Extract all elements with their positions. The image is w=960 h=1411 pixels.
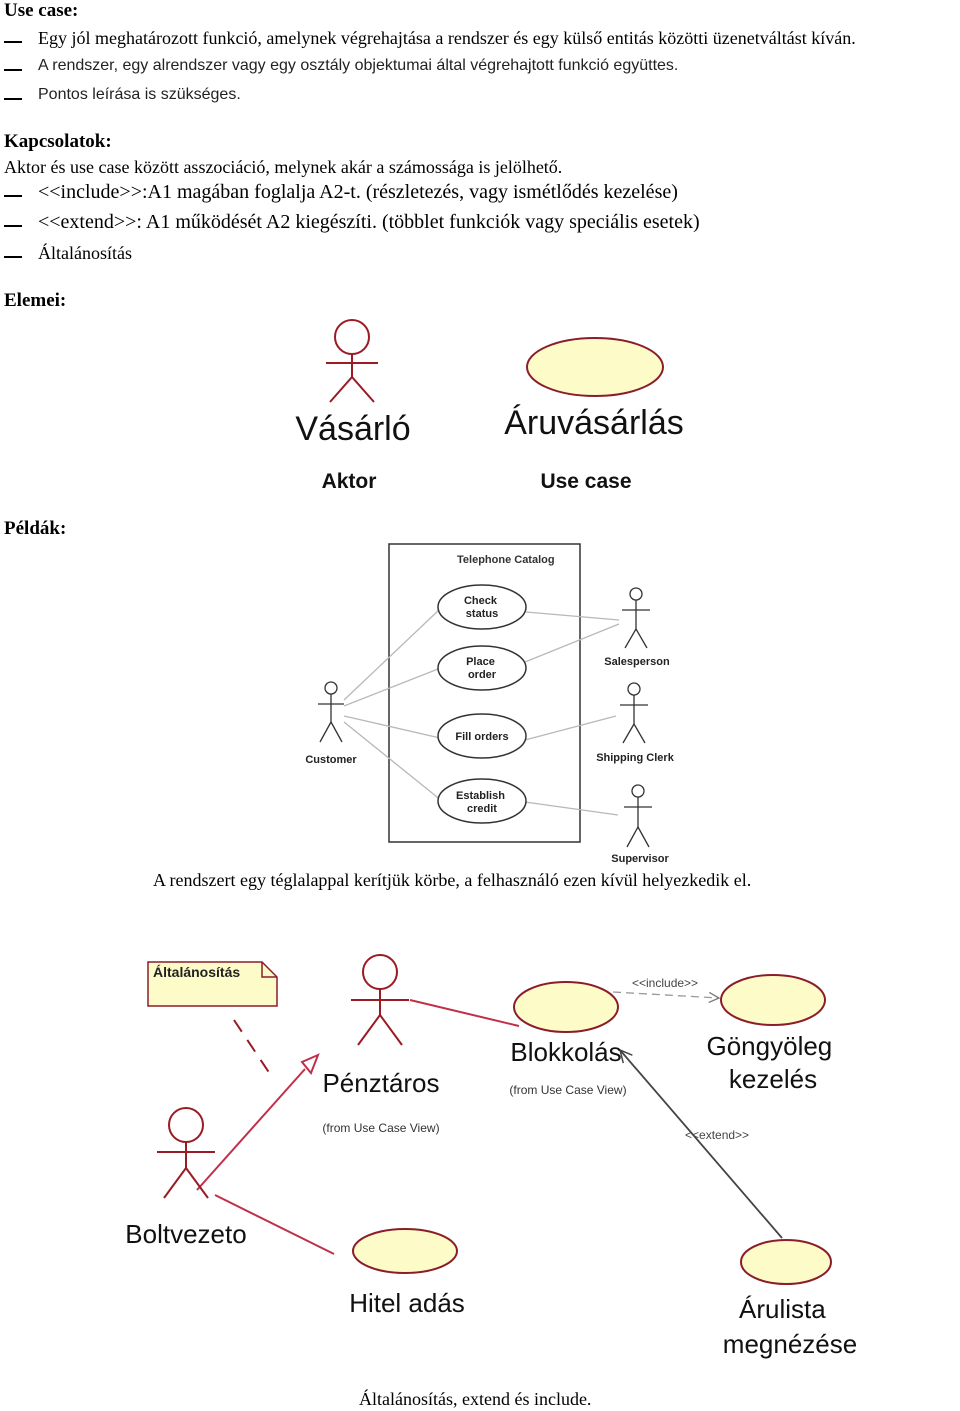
actor-penztaros-label: Pénztáros (322, 1068, 439, 1098)
usecase-name-label: Áruvásárlás (504, 404, 684, 442)
kapcsolatok-generalization: Általánosítás (38, 243, 132, 263)
usecase-fill-orders: Fill orders (455, 731, 508, 743)
bullet-dash (4, 98, 22, 100)
association-lines (343, 608, 620, 816)
bullet-dash (4, 69, 22, 71)
usecase-caption: Use case (540, 470, 631, 493)
actor-penztaros-icon (351, 954, 409, 1046)
peldak-heading: Példák: (4, 518, 67, 539)
usecase-item-3: Pontos leírása is szükséges. (38, 86, 241, 103)
actor-caption: Aktor (322, 470, 377, 493)
usecase-gongyoleg: Göngyöleg kezelés (707, 1031, 840, 1094)
actor-penztaros-sub: (from Use Case View) (322, 1121, 439, 1135)
actor-boltvezeto-icon (157, 1107, 215, 1199)
kapcsolatok-heading: Kapcsolatok: (4, 131, 112, 152)
usecase-ellipses (437, 584, 527, 824)
usecase-blokkolas: Blokkolás (510, 1037, 621, 1067)
usecase-arulista: Árulista megnézése (723, 1294, 857, 1359)
usecase-check-status: Check status (464, 595, 500, 620)
actor-salesperson-icon (622, 587, 650, 649)
note-text: Általánosítás (153, 964, 240, 980)
bullet-dash (4, 256, 22, 258)
usecase-hitel-adas: Hitel adás (349, 1288, 465, 1318)
note-shape (147, 961, 278, 1007)
elemei-figure: Vásárló Áruvásárlás Aktor Use case (295, 319, 684, 493)
kapcsolatok-extend: <<extend>>: A1 működését A2 kiegészíti. … (38, 211, 700, 233)
include-label: <<include>> (632, 976, 698, 990)
usecase-place-order: Place order (466, 656, 498, 681)
usecase-ellipse (526, 337, 664, 397)
usecase-ellipses (352, 974, 832, 1285)
actor-supervisor-label: Supervisor (611, 853, 669, 865)
actor-shipping-clerk-icon (620, 682, 648, 744)
actor-name-label: Vásárló (295, 410, 410, 448)
telephone-catalog-diagram: Telephone Catalog Check status Place ord… (305, 543, 675, 865)
kapcsolatok-include: <<include>>:A1 magában foglalja A2-t. (r… (38, 181, 678, 203)
note-anchor-line (233, 1019, 273, 1078)
generalization-arrowhead (300, 1053, 320, 1075)
system-title: Telephone Catalog (457, 554, 555, 566)
actor-boltvezeto-label: Boltvezeto (125, 1219, 246, 1249)
usecase-item-2: A rendszer, egy alrendszer vagy egy oszt… (38, 57, 679, 74)
include-arrow (612, 991, 719, 998)
usecase-blokkolas-sub: (from Use Case View) (509, 1083, 626, 1097)
system-boundary (388, 543, 581, 843)
elemei-heading: Elemei: (4, 290, 67, 311)
usecase-heading: Use case: (4, 0, 79, 21)
generalization-line (196, 1068, 306, 1191)
extend-label: <<extend>> (685, 1128, 749, 1142)
bullet-dash (4, 41, 22, 43)
caption-generalization: Általánosítás, extend és include. (359, 1389, 592, 1409)
actor-shipping-clerk-label: Shipping Clerk (596, 752, 675, 764)
bullet-dash (4, 225, 22, 227)
actor-salesperson-label: Salesperson (604, 656, 670, 668)
usecase-item-1: Egy jól meghatározott funkció, amelynek … (38, 28, 856, 48)
association-line (214, 1194, 335, 1255)
actor-figure-icon (326, 319, 378, 403)
bullet-dash (4, 195, 22, 197)
actor-customer-icon (318, 681, 344, 743)
actor-customer-label: Customer (305, 754, 357, 766)
caption-system-boundary: A rendszert egy téglalappal kerítjük kör… (153, 870, 752, 890)
actor-supervisor-icon (624, 784, 652, 848)
extend-arrow (620, 1050, 783, 1239)
usecase-establish-credit: Establish credit (456, 790, 508, 815)
kapcsolatok-intro: Aktor és use case között asszociáció, me… (4, 157, 563, 177)
association-line (409, 999, 520, 1027)
